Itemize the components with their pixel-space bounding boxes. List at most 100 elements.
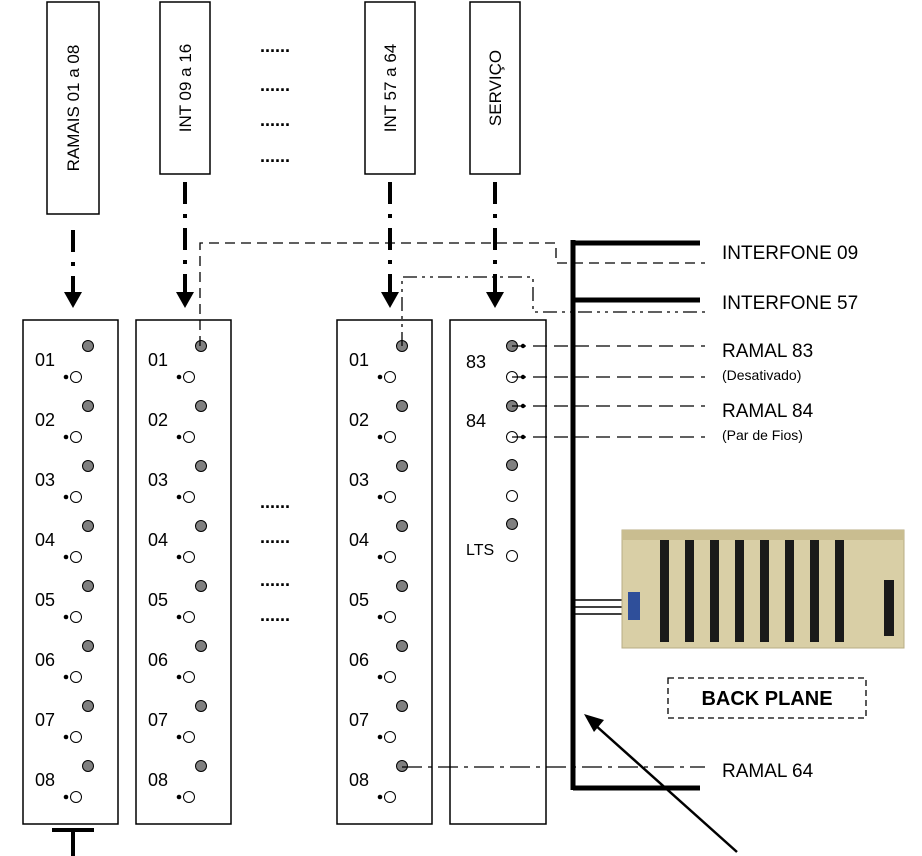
service-label-84: 84 [466, 411, 486, 431]
board-int-57-64 [336, 319, 433, 825]
label-ramal-83: RAMAL 83 [722, 341, 813, 362]
back-plane-connectors [660, 540, 844, 642]
back-plane-slot [685, 540, 694, 642]
pin-filled [82, 460, 94, 472]
pin-open [384, 791, 396, 803]
pin-row-label: 08 [35, 770, 55, 790]
middle-ellipsis: ...... ...... ...... ...... [260, 492, 290, 625]
pin-row-label: 08 [148, 770, 168, 790]
pin-open [70, 431, 82, 443]
pin-open [70, 611, 82, 623]
bottom-marker [52, 828, 94, 856]
pin-row-label: 06 [35, 650, 55, 670]
label-ramal-83-note: (Desativado) [722, 367, 801, 383]
pin-row-label: 05 [148, 590, 168, 610]
pin-filled [396, 700, 408, 712]
pin-row-label: 05 [35, 590, 55, 610]
pin-filled [396, 580, 408, 592]
pin-dot [63, 554, 69, 560]
back-plane-board-image [621, 529, 905, 649]
wiring [199, 242, 705, 768]
header-card-int-09-16: INT 09 a 16 [159, 1, 211, 175]
pin-open [183, 611, 195, 623]
label-ramal-64: RAMAL 64 [722, 761, 814, 782]
pin-dot [377, 554, 383, 560]
service-label-lts: LTS [466, 542, 494, 559]
pin-row-label: 02 [148, 410, 168, 430]
header-card-int-57-64-label: INT 57 a 64 [381, 44, 400, 133]
pin-open [183, 371, 195, 383]
pin-open [183, 731, 195, 743]
pin-row-label: 03 [35, 470, 55, 490]
back-plane-slot [835, 540, 844, 642]
right-labels: INTERFONE 09 INTERFONE 57 RAMAL 83 (Desa… [722, 243, 858, 782]
pin-row-label: 03 [148, 470, 168, 490]
top-ellipsis: ...... ...... ...... ...... [260, 36, 290, 166]
pin-open [384, 371, 396, 383]
pin-dot [377, 434, 383, 440]
pin-dot [377, 374, 383, 380]
pin-filled [396, 400, 408, 412]
pin-dot [176, 734, 182, 740]
pin-row-label: 04 [35, 530, 55, 550]
back-plane-slot [760, 540, 769, 642]
pin-open [70, 551, 82, 563]
terminal-dots [520, 343, 526, 440]
pin-row-label: 06 [349, 650, 369, 670]
header-card-int-09-16-label: INT 09 a 16 [176, 44, 195, 133]
back-plane-slot [660, 540, 669, 642]
pin-open [384, 731, 396, 743]
pin-open [183, 551, 195, 563]
pin-dot [176, 374, 182, 380]
pin-row-label: 01 [349, 350, 369, 370]
header-card-servico-label: SERVIÇO [486, 50, 505, 126]
pin-row-label: 01 [148, 350, 168, 370]
ellipsis-4: ...... [260, 146, 290, 166]
pin-row-label: 04 [349, 530, 369, 550]
ellipsis-6: ...... [260, 527, 290, 547]
pin-dot [63, 494, 69, 500]
pin-open [70, 491, 82, 503]
pin-dot [377, 794, 383, 800]
board-ramais [22, 319, 119, 825]
back-plane-slot [710, 540, 719, 642]
back-plane-slot [810, 540, 819, 642]
label-interfone-09: INTERFONE 09 [722, 243, 858, 264]
pin-open [384, 671, 396, 683]
ellipsis-2: ...... [260, 75, 290, 95]
ellipsis-1: ...... [260, 36, 290, 56]
pin-filled [82, 400, 94, 412]
pin-dot [176, 614, 182, 620]
pin-row-label: 01 [35, 350, 55, 370]
pin-open [384, 491, 396, 503]
pin-dot [176, 434, 182, 440]
header-card-ramais: RAMAIS 01 a 08 [46, 1, 100, 215]
pin-filled [82, 760, 94, 772]
pin-open [384, 551, 396, 563]
header-card-int-57-64: INT 57 a 64 [364, 1, 416, 175]
pin-open [70, 731, 82, 743]
pin-dot [176, 554, 182, 560]
pin-dot [377, 494, 383, 500]
pin-dot [176, 674, 182, 680]
pin-filled [396, 520, 408, 532]
pin-row-label: 02 [35, 410, 55, 430]
pin-dot [63, 614, 69, 620]
service-label-83: 83 [466, 352, 486, 372]
pin-filled [195, 700, 207, 712]
label-ramal-84-note: (Par de Fios) [722, 427, 803, 443]
pin-dot [377, 734, 383, 740]
pin-open [183, 431, 195, 443]
back-plane-slot [735, 540, 744, 642]
pin-filled [195, 460, 207, 472]
pin-dot [377, 674, 383, 680]
bus-lines [570, 240, 700, 791]
header-card-ramais-label: RAMAIS 01 a 08 [64, 45, 83, 172]
pin-dot [63, 734, 69, 740]
pin-filled [82, 640, 94, 652]
pin-dot [176, 794, 182, 800]
pin-open [183, 491, 195, 503]
pin-filled [396, 760, 408, 772]
